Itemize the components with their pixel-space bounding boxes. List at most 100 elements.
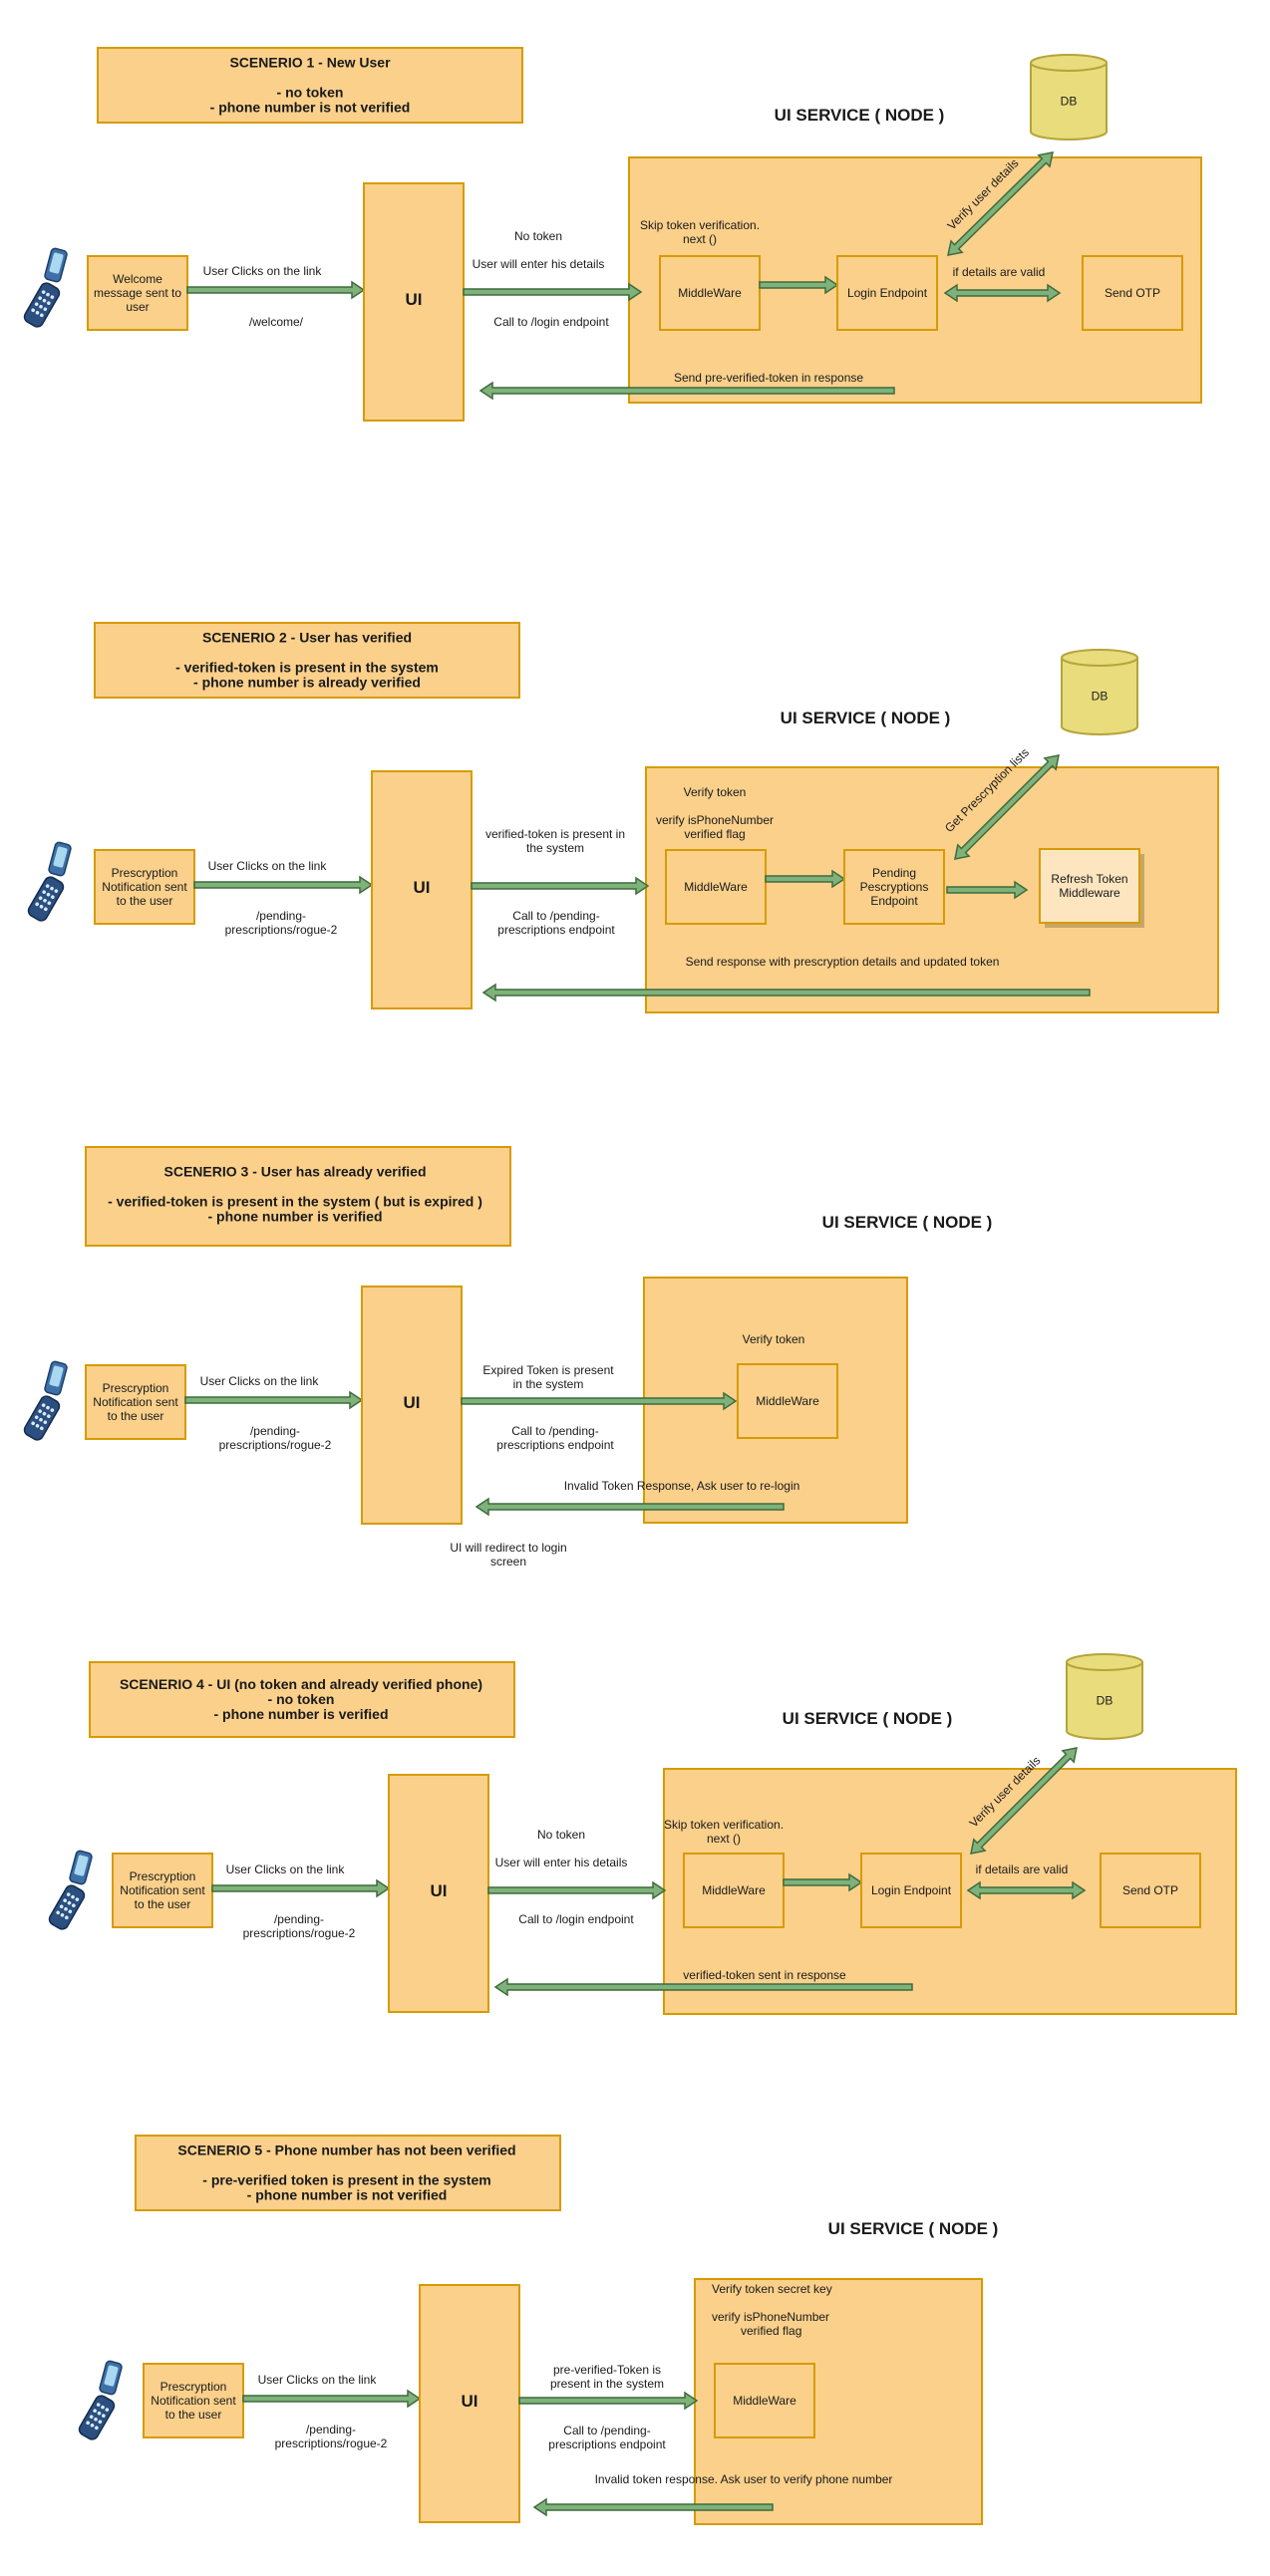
ui-to-service-below-line: prescriptions endpoint xyxy=(497,923,615,937)
ui-to-service-above-line: pre-verified-Token is xyxy=(553,2363,661,2377)
scenario-note-text-line: SCENERIO 4 - UI (no token and already ve… xyxy=(120,1676,482,1692)
phone-key xyxy=(72,1903,76,1907)
ui-to-service-arrow xyxy=(471,876,650,896)
database-label: DB xyxy=(1092,690,1109,704)
response-arrow xyxy=(493,1977,913,1997)
ui-to-service-above-line: in the system xyxy=(513,1377,584,1391)
endpoint-label-line: Pescryptions xyxy=(860,880,929,894)
response-arrow xyxy=(475,1497,785,1517)
phone-key xyxy=(89,2415,94,2420)
path-label-line: /pending- xyxy=(306,2423,356,2436)
phone-key xyxy=(39,904,44,909)
ui-label: UI xyxy=(406,290,423,309)
phone-key xyxy=(34,302,39,307)
start-box xyxy=(85,1364,186,1440)
scenario-2: SCENERIO 2 - User has verified- verified… xyxy=(27,622,1219,1013)
third-box xyxy=(1100,1853,1201,1928)
phone-key xyxy=(44,907,48,912)
middleware-note-line: Verify token xyxy=(743,1332,805,1346)
path-label-line: prescriptions/rogue-2 xyxy=(225,923,338,937)
click-arrow xyxy=(186,280,366,300)
scenario-note-text-line: SCENERIO 2 - User has verified xyxy=(202,630,412,646)
third-box xyxy=(1082,255,1183,331)
scenario-note-text-line: - pre-verified token is present in the s… xyxy=(202,2172,490,2188)
phone-key xyxy=(38,1409,42,1413)
path-label-line: /welcome/ xyxy=(249,315,304,329)
endpoint-db-arrow xyxy=(970,1747,1078,1855)
phone-key xyxy=(31,308,35,313)
phone-key xyxy=(39,1417,43,1422)
database-icon: DB xyxy=(1030,54,1108,141)
scenario-note xyxy=(85,1146,511,1247)
response-label: Send response with prescryption details … xyxy=(686,955,1000,969)
phone-key xyxy=(60,1912,65,1917)
database-label: DB xyxy=(1061,95,1078,109)
phone-screen xyxy=(49,252,64,274)
ui-to-service-below: Call to /login endpoint xyxy=(493,315,609,329)
ui-label: UI xyxy=(414,878,431,897)
response-arrow xyxy=(532,2497,774,2517)
phone-icon xyxy=(23,247,68,328)
response-label: Send pre-verified-token in response xyxy=(674,371,863,385)
start-box xyxy=(87,255,188,331)
middleware-note-line: next () xyxy=(707,1832,741,1846)
phone-screen xyxy=(74,1855,89,1876)
path-label-line: prescriptions/rogue-2 xyxy=(275,2436,388,2450)
phone-key xyxy=(71,1894,75,1899)
phone-key xyxy=(46,892,51,897)
phone-key xyxy=(51,895,55,899)
response-arrow xyxy=(481,983,1091,1002)
middleware-box xyxy=(665,849,767,925)
phone-key xyxy=(56,1910,60,1915)
phone-key xyxy=(43,898,47,903)
scenario-note-text-line: - phone number is verified xyxy=(207,1209,382,1225)
start-box-label-line: Notification sent xyxy=(93,1395,178,1409)
start-box-label-line: Notification sent xyxy=(102,880,187,894)
click-arrow xyxy=(193,875,374,895)
phone-key xyxy=(41,1403,46,1407)
ui-to-service-above-line: User will enter his details xyxy=(495,1856,628,1869)
middleware-label: MiddleWare xyxy=(684,880,748,894)
phone-base xyxy=(48,1884,86,1930)
third-box-label-line: Middleware xyxy=(1059,886,1120,900)
phone-key xyxy=(96,2403,101,2407)
phone-key xyxy=(46,292,50,297)
phone-icon xyxy=(78,2360,123,2440)
phone-key xyxy=(40,313,44,318)
start-box-label-line: to the user xyxy=(135,1897,191,1911)
ui-box xyxy=(361,1286,463,1525)
middleware-to-endpoint-arrow xyxy=(765,869,846,889)
middleware-note-line: verified flag xyxy=(741,2324,801,2338)
response-label: Invalid Token Response, Ask user to re-l… xyxy=(564,1479,800,1493)
middleware-box xyxy=(714,2363,815,2438)
phone-key xyxy=(40,1426,44,1431)
phone-key xyxy=(35,902,39,907)
phone-base xyxy=(23,1395,61,1441)
ui-box xyxy=(371,770,473,1009)
phone-key xyxy=(38,896,43,901)
scenario-note-text-line: - no token xyxy=(268,1691,335,1707)
service-title: UI SERVICE ( NODE ) xyxy=(775,106,945,125)
path-label-line: prescriptions/rogue-2 xyxy=(243,1926,356,1940)
start-box-label-line: Notification sent xyxy=(120,1883,205,1897)
scenario-3: SCENERIO 3 - User has already verified- … xyxy=(23,1146,992,1569)
database-icon: DB xyxy=(1061,649,1138,735)
scenario-1: SCENERIO 1 - New User- no token- phone n… xyxy=(23,47,1202,422)
middleware-note-line: next () xyxy=(683,232,717,246)
path-label: /welcome/ xyxy=(249,315,304,329)
service-title: UI SERVICE ( NODE ) xyxy=(828,2219,999,2238)
phone-key xyxy=(35,1423,40,1428)
ui-to-service-arrow xyxy=(463,282,643,302)
phone-key xyxy=(50,886,54,891)
scenario-note-text-line: SCENERIO 1 - New User xyxy=(229,55,391,71)
phone-key xyxy=(50,1408,55,1412)
phone-key xyxy=(45,884,50,888)
